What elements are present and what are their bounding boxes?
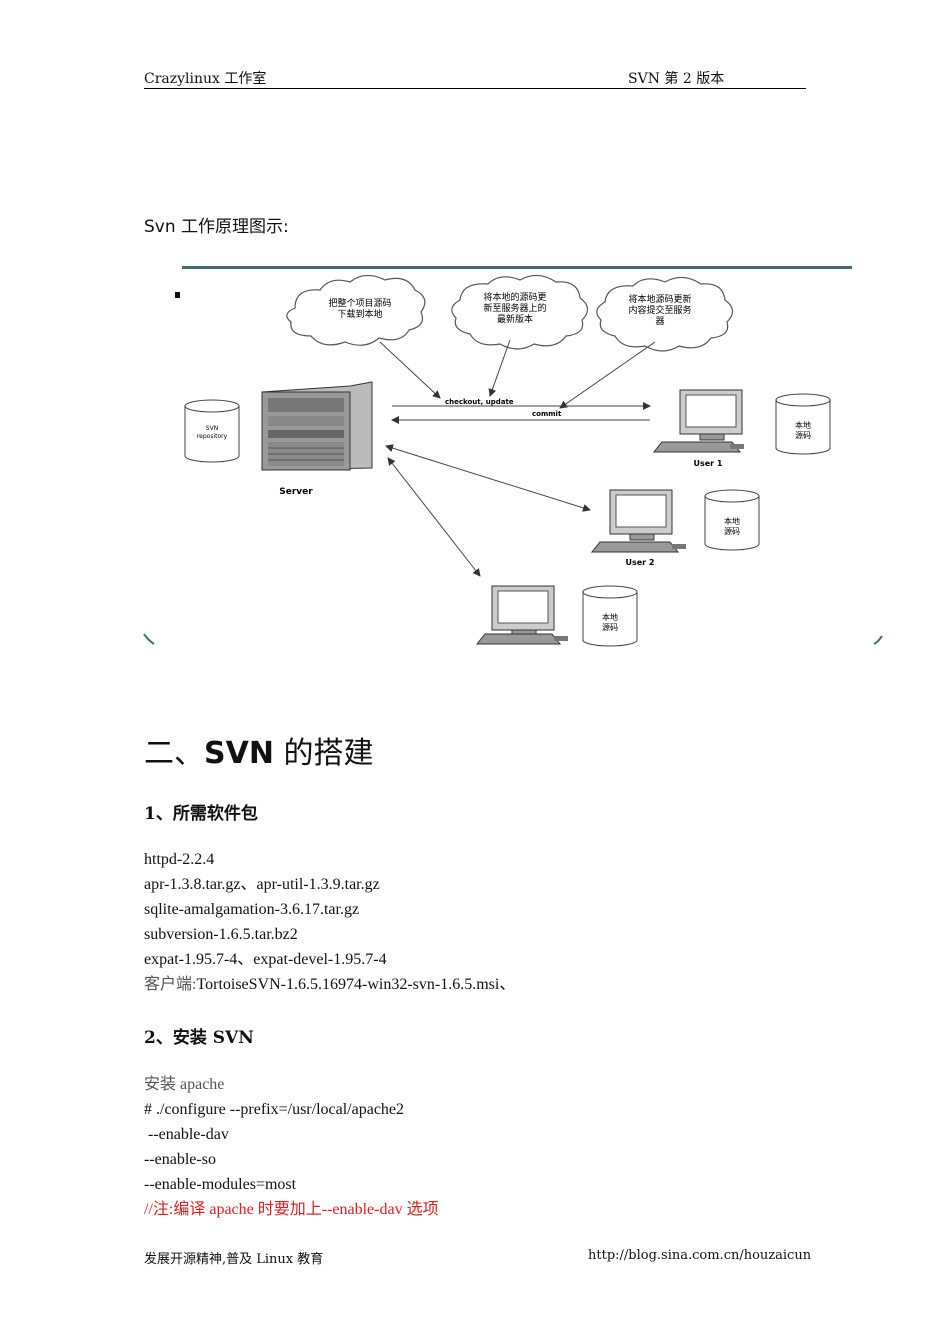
svn-repository: SVN repository xyxy=(184,399,240,463)
client-value: TortoiseSVN-1.6.5.16974-win32-svn-1.6.5.… xyxy=(196,976,516,993)
section-number: 二、 xyxy=(144,736,204,771)
install-note: //注:编译 apache 时要加上--enable-dav 选项 xyxy=(144,1201,439,1218)
user3-local-code: 本地 源码 xyxy=(582,585,638,647)
server-label: Server xyxy=(279,487,313,497)
footer-left: 发展开源精神,普及 Linux 教育 xyxy=(144,1252,324,1267)
user1-local-1: 本地 xyxy=(795,420,811,430)
command-line: --enable-modules=most xyxy=(144,1176,297,1193)
client-label: 客户端: xyxy=(144,976,197,993)
install-intro: 安装 apache xyxy=(144,1076,225,1093)
header-right: SVN 第 2 版本 xyxy=(628,71,725,87)
package-item: httpd-2.2.4 xyxy=(144,851,215,868)
subheading-install: 2、安装 SVN xyxy=(144,1028,254,1048)
top-rule xyxy=(182,266,852,269)
client-line: 客户端:TortoiseSVN-1.6.5.16974-win32-svn-1.… xyxy=(144,972,515,997)
svn-diagram: 把整个项目源码 下载到本地 将本地的源码更 新至服务器上的 最新版本 将本地源码… xyxy=(143,266,883,647)
user2-local-2: 源码 xyxy=(724,527,740,536)
user2-local-1: 本地 xyxy=(724,516,740,526)
commit-label: commit xyxy=(532,410,562,418)
user1-label: User 1 xyxy=(694,459,723,468)
cloud-3-line-2: 内容提交至服务 xyxy=(628,304,691,316)
command-line: --enable-dav xyxy=(144,1126,229,1143)
header-rule xyxy=(144,88,806,89)
repo-label-2: repository xyxy=(197,433,228,440)
user2-arrow xyxy=(385,444,591,512)
section-svn: SVN xyxy=(204,736,274,771)
user1-local-2: 源码 xyxy=(795,431,811,440)
cloud-commit: 将本地源码更新 内容提交至服务 器 xyxy=(596,276,734,352)
bullet-square xyxy=(175,292,180,298)
callout-3 xyxy=(559,341,656,409)
user2-computer xyxy=(590,489,686,553)
package-item: subversion-1.6.5.tar.bz2 xyxy=(144,926,298,943)
user1-local-code: 本地 源码 xyxy=(775,393,831,455)
user3-local-1: 本地 xyxy=(602,612,618,622)
user3-local-2: 源码 xyxy=(602,623,618,632)
cloud-3-line-3: 器 xyxy=(655,316,664,327)
section-heading: 二、SVN 的搭建 xyxy=(144,728,373,772)
cloud-1-line-1: 把整个项目源码 xyxy=(328,297,391,309)
user1-computer xyxy=(652,389,744,453)
checkout-label: checkout, update xyxy=(445,398,514,406)
user3-arrow xyxy=(387,457,481,577)
callout-2 xyxy=(488,339,511,397)
header-left: Crazylinux 工作室 xyxy=(144,71,267,87)
install-commands: 安装 apache # ./configure --prefix=/usr/lo… xyxy=(144,1072,439,1222)
user3-computer xyxy=(475,585,568,645)
cloud-checkout: 把整个项目源码 下载到本地 xyxy=(286,274,426,346)
footer-link[interactable]: http://blog.sina.com.cn/houzaicun xyxy=(588,1248,812,1263)
cloud-2-line-1: 将本地的源码更 xyxy=(483,291,546,303)
cloud-2-line-2: 新至服务器上的 xyxy=(483,302,546,314)
cloud-3-line-1: 将本地源码更新 xyxy=(628,293,691,305)
figure-caption: Svn 工作原理图示: xyxy=(144,217,289,237)
package-list: httpd-2.2.4 apr-1.3.8.tar.gz、apr-util-1.… xyxy=(144,847,515,997)
subheading-packages: 1、所需软件包 xyxy=(144,804,258,824)
command-line: --enable-so xyxy=(144,1151,216,1168)
package-item: sqlite-amalgamation-3.6.17.tar.gz xyxy=(144,901,360,918)
section-title-rest: 的搭建 xyxy=(273,736,374,771)
package-item: apr-1.3.8.tar.gz、apr-util-1.3.9.tar.gz xyxy=(144,876,380,893)
package-item: expat-1.95.7-4、expat-devel-1.95.7-4 xyxy=(144,951,387,968)
cloud-1-line-2: 下载到本地 xyxy=(337,308,382,320)
callout-1 xyxy=(379,341,441,399)
repo-label-1: SVN xyxy=(206,425,218,432)
server-icon xyxy=(261,381,373,471)
user2-local-code: 本地 源码 xyxy=(704,489,760,551)
cloud-2-line-3: 最新版本 xyxy=(497,313,533,325)
corner-left xyxy=(143,633,155,645)
corner-right xyxy=(873,635,883,645)
command-line: # ./configure --prefix=/usr/local/apache… xyxy=(144,1101,405,1118)
cloud-update: 将本地的源码更 新至服务器上的 最新版本 xyxy=(451,274,589,350)
user2-label: User 2 xyxy=(626,558,655,567)
